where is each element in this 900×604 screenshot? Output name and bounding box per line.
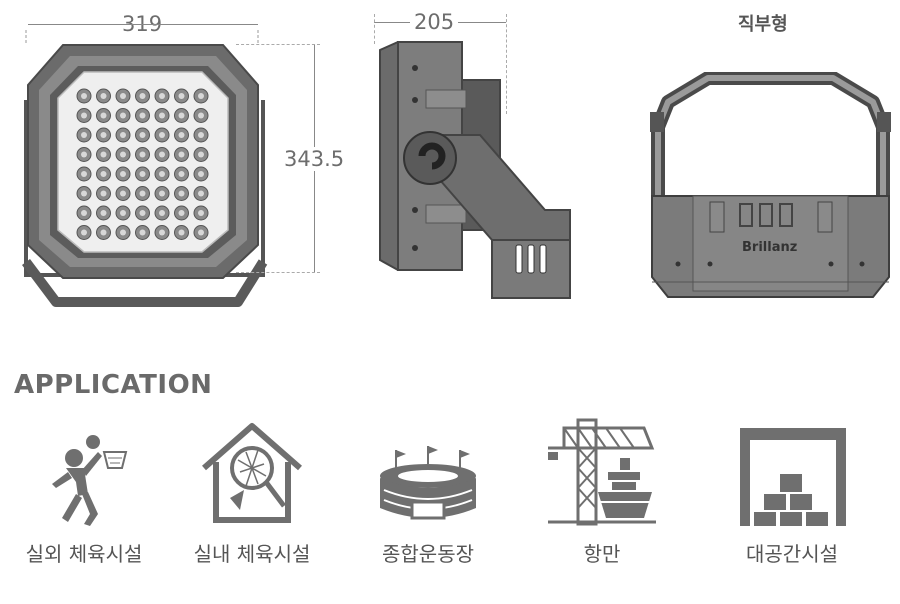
stadium-icon bbox=[376, 446, 480, 528]
led-chip bbox=[178, 171, 185, 177]
led-chip bbox=[198, 112, 204, 119]
side-view-drawing bbox=[370, 40, 580, 302]
led-chip bbox=[120, 190, 126, 197]
led-chip bbox=[139, 171, 146, 177]
front-view-drawing bbox=[18, 30, 278, 315]
led-chip bbox=[159, 151, 165, 158]
width-dimension-line bbox=[28, 24, 258, 25]
led-chip bbox=[100, 132, 107, 138]
application-label: 항만 bbox=[583, 542, 621, 566]
led-chip bbox=[120, 112, 126, 119]
warehouse-icon bbox=[740, 428, 846, 526]
led-chip bbox=[81, 171, 87, 177]
led-chip bbox=[159, 229, 165, 236]
led-chip bbox=[81, 93, 87, 99]
harbor-crane-ship-icon bbox=[548, 418, 656, 526]
led-chip bbox=[120, 229, 126, 236]
led-chip bbox=[100, 229, 107, 236]
led-chip bbox=[120, 151, 126, 158]
led-chip bbox=[139, 190, 146, 197]
led-chip bbox=[178, 229, 185, 236]
led-chip bbox=[198, 210, 204, 216]
basketball-player-icon bbox=[38, 432, 130, 528]
led-chip bbox=[81, 151, 87, 158]
height-dimension-label: 343.5 bbox=[280, 147, 349, 171]
led-chip bbox=[198, 229, 204, 236]
led-chip bbox=[178, 151, 185, 158]
led-array bbox=[76, 88, 209, 240]
led-chip bbox=[139, 210, 146, 216]
led-chip bbox=[100, 210, 107, 216]
led-chip bbox=[100, 151, 107, 158]
depth-dimension-label: 205 bbox=[410, 10, 459, 34]
led-chip bbox=[81, 112, 87, 119]
led-chip bbox=[198, 93, 204, 99]
led-chip bbox=[159, 93, 165, 99]
brand-logo: Brillanz bbox=[742, 240, 798, 255]
led-chip bbox=[159, 210, 165, 216]
led-chip bbox=[81, 229, 87, 236]
led-chip bbox=[178, 132, 185, 138]
led-chip bbox=[139, 132, 146, 138]
led-chip bbox=[120, 210, 126, 216]
led-chip bbox=[139, 112, 146, 119]
led-chip bbox=[100, 171, 107, 177]
led-chip bbox=[81, 190, 87, 197]
led-chip bbox=[198, 190, 204, 197]
led-chip bbox=[159, 132, 165, 138]
led-chip bbox=[159, 190, 165, 197]
led-chip bbox=[178, 112, 185, 119]
led-chip bbox=[178, 93, 185, 99]
led-chip bbox=[139, 229, 146, 236]
led-chip bbox=[100, 190, 107, 197]
application-label: 실내 체육시설 bbox=[193, 542, 311, 566]
led-chip bbox=[120, 171, 126, 177]
led-chip bbox=[178, 190, 185, 197]
led-chip bbox=[198, 171, 204, 177]
led-chip bbox=[198, 151, 204, 158]
application-label: 대공간시설 bbox=[746, 542, 838, 566]
led-chip bbox=[159, 112, 165, 119]
badminton-gym-icon bbox=[200, 420, 304, 524]
led-chip bbox=[139, 151, 146, 158]
led-chip bbox=[100, 93, 107, 99]
led-chip bbox=[100, 112, 107, 119]
depth-guide-left bbox=[374, 14, 375, 44]
led-chip bbox=[81, 132, 87, 138]
application-section-title: APPLICATION bbox=[14, 370, 213, 400]
application-label: 종합운동장 bbox=[382, 542, 474, 566]
depth-guide-right bbox=[506, 14, 507, 114]
application-label: 실외 체육시설 bbox=[25, 542, 143, 566]
led-chip bbox=[120, 93, 126, 99]
led-chip bbox=[178, 210, 185, 216]
led-chip bbox=[198, 132, 204, 138]
led-chip bbox=[81, 210, 87, 216]
mount-type-label: 직부형 bbox=[738, 14, 788, 35]
height-guide-top bbox=[236, 44, 320, 45]
height-guide-bottom bbox=[236, 272, 320, 273]
back-view-drawing bbox=[648, 72, 893, 312]
led-chip bbox=[120, 132, 126, 138]
led-chip bbox=[159, 171, 165, 177]
led-chip bbox=[139, 93, 146, 99]
